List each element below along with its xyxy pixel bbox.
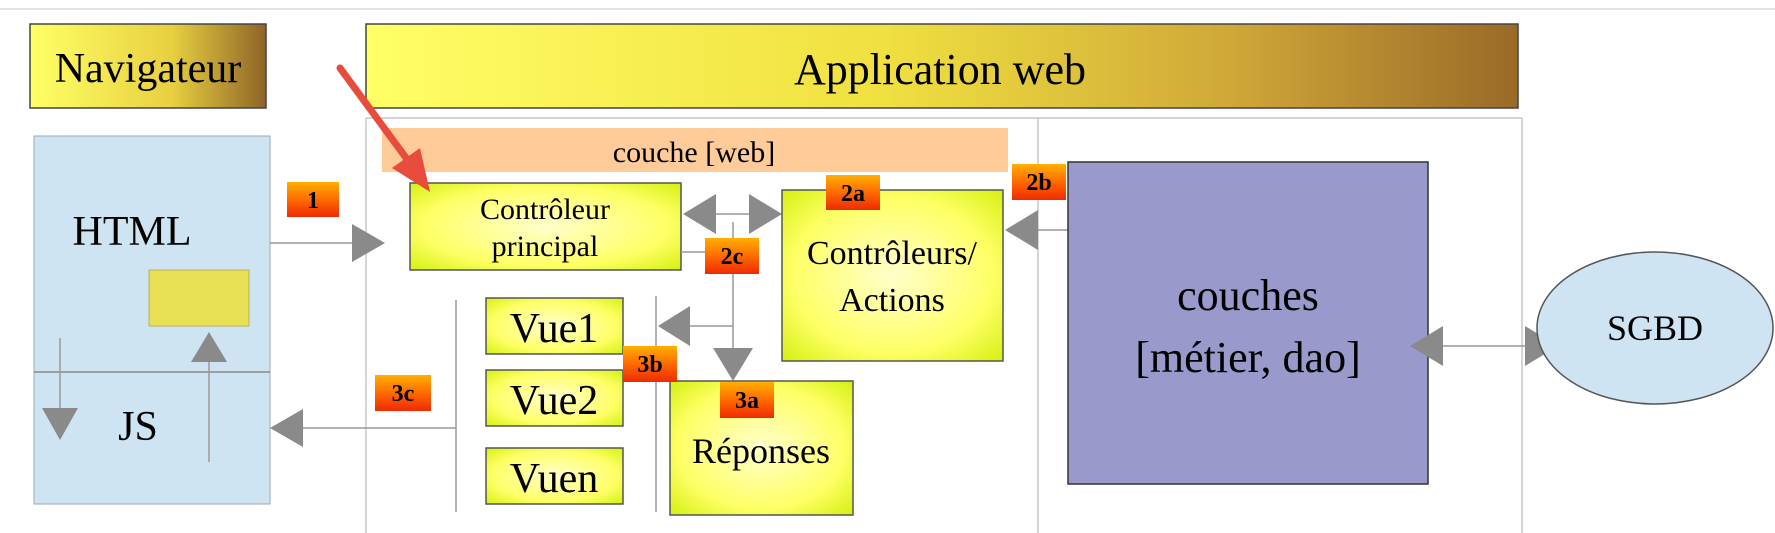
application-label: Application web <box>794 45 1086 94</box>
step-badge-2a-label: 2a <box>841 181 865 207</box>
main-controller-box: Contrôleur principal <box>409 182 682 271</box>
view-1-box: Vue1 <box>485 297 624 355</box>
js-down-arrow <box>42 408 78 440</box>
step-badge-2a: 2a <box>826 175 880 210</box>
actions-line1: Contrôleurs/ <box>807 235 978 272</box>
view-1-label: Vue1 <box>510 306 598 352</box>
business-line2: [métier, dao] <box>1135 333 1360 382</box>
business-line1: couches <box>1177 271 1319 320</box>
sgbd-label: SGBD <box>1607 308 1703 348</box>
controller-actions-arrow-right <box>749 194 782 234</box>
browser-js-label: JS <box>118 404 158 450</box>
main-controller-line1: Contrôleur <box>480 193 610 226</box>
navigateur-label: Navigateur <box>55 46 242 92</box>
web-layer-band: couche [web] <box>382 128 1008 172</box>
view-2-label: Vue2 <box>510 378 598 424</box>
step-badge-2c: 2c <box>705 238 759 274</box>
to-reponses-arrow <box>713 348 753 381</box>
step-badge-3a: 3a <box>720 382 774 418</box>
step-badge-3c: 3c <box>375 375 431 411</box>
business-layer-box: couches [métier, dao] <box>1067 161 1429 485</box>
js-up-arrow <box>191 332 227 362</box>
business-db-arrow-left <box>1410 326 1443 366</box>
response-arrow <box>270 409 303 447</box>
view-n-box: Vuen <box>485 447 624 505</box>
actions-business-arrow-left <box>1005 210 1038 250</box>
request-arrow <box>352 224 385 262</box>
view-n-label: Vuen <box>510 456 598 502</box>
web-layer-title: couche [web] <box>613 136 775 169</box>
pointer-arrow <box>336 64 430 192</box>
step-badge-3a-label: 3a <box>735 388 759 414</box>
reponses-label: Réponses <box>692 431 830 471</box>
step-badge-1: 1 <box>287 182 339 217</box>
application-banner: Application web <box>365 23 1519 109</box>
step-badge-1-label: 1 <box>307 188 319 214</box>
to-views-arrow <box>658 306 690 346</box>
actions-line2: Actions <box>839 282 945 319</box>
step-badge-2b: 2b <box>1012 164 1066 200</box>
step-badge-2b-label: 2b <box>1026 170 1051 196</box>
html-element-block <box>148 269 250 327</box>
step-badge-3b: 3b <box>623 346 677 382</box>
actions-box: Contrôleurs/ Actions <box>781 189 1004 362</box>
step-badge-3b-label: 3b <box>637 352 662 378</box>
main-controller-line2: principal <box>492 230 599 263</box>
view-2-box: Vue2 <box>485 369 624 427</box>
step-badge-2c-label: 2c <box>721 244 744 270</box>
step-badge-3c-label: 3c <box>392 381 415 407</box>
browser-html-label: HTML <box>73 209 192 255</box>
controller-actions-arrow-left <box>683 194 716 234</box>
browser-panel: HTML JS <box>33 135 271 505</box>
sgbd-ellipse: SGBD <box>1536 251 1774 405</box>
navigateur-banner: Navigateur <box>29 23 267 109</box>
